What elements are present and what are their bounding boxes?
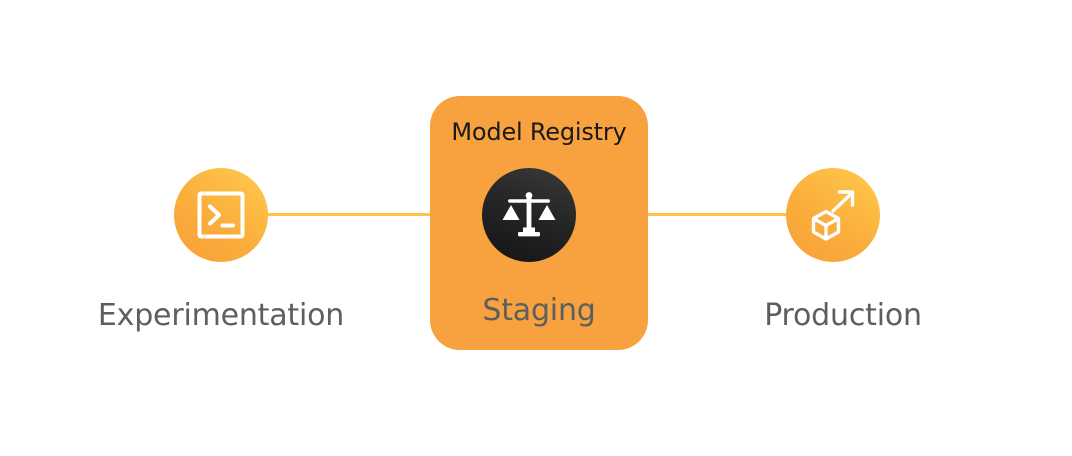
balance-scales-icon <box>500 186 558 244</box>
stage-label-staging: Staging <box>482 293 596 328</box>
stage-node-experimentation[interactable] <box>174 168 268 262</box>
stage-label-production: Production <box>764 298 922 333</box>
terminal-icon <box>194 188 248 242</box>
stage-node-model-registry[interactable] <box>482 168 576 262</box>
model-registry-title: Model Registry <box>451 118 627 146</box>
stage-label-experimentation: Experimentation <box>97 298 345 333</box>
stage-node-production[interactable] <box>786 168 880 262</box>
connector-experimentation-to-staging <box>262 213 442 216</box>
connector-staging-to-production <box>636 213 820 216</box>
cube-arrow-icon <box>805 187 861 243</box>
